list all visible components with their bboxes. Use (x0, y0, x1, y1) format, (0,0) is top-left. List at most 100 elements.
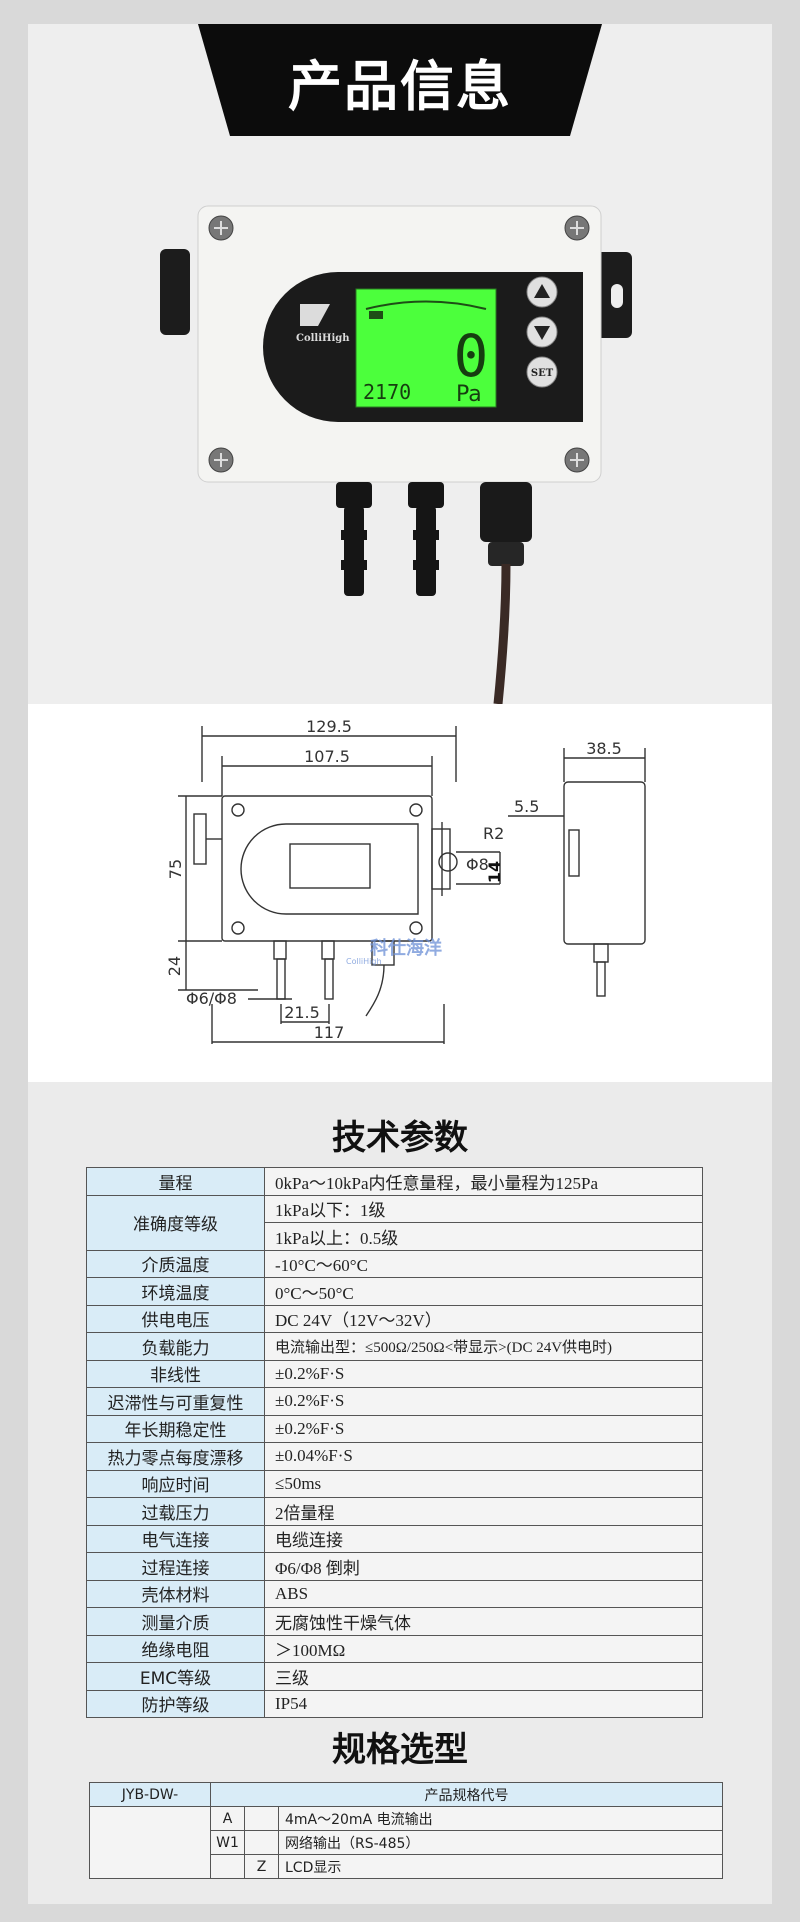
code-col-2: Z (244, 1854, 279, 1879)
device-illustration: ColliHigh 0 2170 Pa SET (160, 205, 632, 704)
table-row: 测量介质无腐蚀性干燥气体 (86, 1607, 703, 1636)
spec-key: 准确度等级 (86, 1194, 265, 1251)
dim-side-small: 5.5 (514, 797, 539, 816)
code-col-1: W1 (210, 1830, 245, 1855)
watermark-sub: ColliHigh (346, 957, 382, 966)
option-text: 网络输出（RS-485） (278, 1830, 723, 1855)
dim-hole: Φ8 (466, 855, 489, 874)
spec-key: 绝缘电阻 (86, 1634, 265, 1663)
selection-header: 产品规格代号 (210, 1782, 723, 1807)
table-row: 迟滞性与可重复性±0.2%F·S (86, 1387, 703, 1416)
spec-key: 过载压力 (86, 1497, 265, 1526)
spec-value: -10°C～60°C (264, 1249, 703, 1278)
specs-title: 技术参数 (332, 1118, 468, 1158)
spec-value: 0kPa～10kPa内任意量程，最小量程为125Pa (264, 1167, 703, 1196)
table-row: EMC等级三级 (86, 1662, 703, 1691)
title-banner: 产品信息 (198, 24, 602, 136)
triangle-up-icon (534, 284, 550, 298)
spec-key: 电气连接 (86, 1524, 265, 1553)
spec-key: 响应时间 (86, 1469, 265, 1498)
table-row: 响应时间≤50ms (86, 1469, 703, 1498)
table-row: 热力零点每度漂移±0.04%F·S (86, 1442, 703, 1471)
spec-value: ±0.2%F·S (264, 1359, 703, 1388)
dim-body-height: 75 (166, 859, 185, 879)
spec-value: DC 24V（12V～32V） (264, 1304, 703, 1333)
left-mount-ear (160, 249, 190, 335)
spec-value: 0°C～50°C (264, 1277, 703, 1306)
spec-value: 三级 (264, 1662, 703, 1691)
lcd-main-value: 0 (454, 322, 489, 390)
dim-total-width: 129.5 (306, 717, 352, 736)
cable-gland (480, 482, 532, 542)
dim-bottom-height: 24 (165, 956, 184, 976)
spec-value: ≤50ms (264, 1469, 703, 1498)
spec-value: Φ6/Φ8 倒刺 (264, 1552, 703, 1581)
spec-key: 量程 (86, 1167, 265, 1196)
dim-barb-spacing: 21.5 (284, 1003, 320, 1022)
option-text: LCD显示 (278, 1854, 723, 1879)
model-prefix: JYB-DW- (89, 1782, 211, 1807)
spec-value: ±0.2%F·S (264, 1414, 703, 1443)
lcd-sub-value: 2170 (363, 380, 411, 404)
spec-value: ＞100MΩ (264, 1634, 703, 1663)
dimension-drawing: 129.5 107.5 117 21.5 Φ6/Φ8 R2 Φ8 38.5 5.… (28, 704, 772, 1082)
spec-key: 年长期稳定性 (86, 1414, 265, 1443)
spec-value: 电流输出型：≤500Ω/250Ω<带显示>(DC 24V供电时) (264, 1332, 703, 1361)
lcd-display (355, 288, 497, 408)
code-col-1 (210, 1854, 245, 1879)
table-row: 非线性±0.2%F·S (86, 1359, 703, 1388)
set-button[interactable] (526, 356, 558, 388)
table-row: 电气连接电缆连接 (86, 1524, 703, 1553)
selection-title: 规格选型 (332, 1730, 468, 1770)
dimension-drawing-svg: 129.5 107.5 117 21.5 Φ6/Φ8 R2 Φ8 38.5 5.… (165, 717, 646, 1044)
table-row: 年长期稳定性±0.2%F·S (86, 1414, 703, 1443)
option-text: 4mA～20mA 电流输出 (278, 1806, 723, 1831)
table-row: 介质温度-10°C～60°C (86, 1249, 703, 1278)
set-button-label: SET (531, 368, 554, 379)
brand-logo-icon (300, 304, 330, 326)
title-banner-shape (198, 24, 602, 136)
dim-depth: 38.5 (586, 739, 622, 758)
spec-key: 过程连接 (86, 1552, 265, 1581)
table-row: Z LCD显示 (90, 1854, 723, 1879)
table-row: JYB-DW- 产品规格代号 (89, 1782, 723, 1807)
selection-table: JYB-DW- 产品规格代号 A 4mA～20mA 电流输出 W1 网络输出（R… (89, 1782, 723, 1879)
dim-hole-offset: 14 (485, 861, 504, 883)
dim-bottom-width: 117 (314, 1023, 345, 1042)
brand-name: ColliHigh (296, 333, 350, 344)
table-row: W1 网络输出（RS-485） (90, 1830, 723, 1855)
table-row: 负载能力电流输出型：≤500Ω/250Ω<带显示>(DC 24V供电时) (86, 1332, 703, 1361)
spec-key: 测量介质 (86, 1607, 265, 1636)
spec-value: ABS (264, 1579, 703, 1608)
spec-key: 供电电压 (86, 1304, 265, 1333)
spec-value: 2倍量程 (264, 1497, 703, 1526)
spec-value: 无腐蚀性干燥气体 (264, 1607, 703, 1636)
dim-barb: Φ6/Φ8 (186, 989, 237, 1008)
spec-value: IP54 (264, 1689, 703, 1718)
spec-key: 负载能力 (86, 1332, 265, 1361)
spec-key: 壳体材料 (86, 1579, 265, 1608)
code-col-2 (244, 1806, 279, 1831)
cable (493, 563, 511, 704)
page-frame: 产品信息 C (28, 24, 772, 1904)
page-title: 产品信息 (288, 55, 512, 118)
dim-radius: R2 (483, 824, 504, 843)
spec-value: 1kPa以上：0.5级 (264, 1222, 703, 1251)
table-row: 绝缘电阻＞100MΩ (86, 1634, 703, 1663)
triangle-down-icon (534, 326, 550, 340)
model-spacer (89, 1806, 211, 1879)
spec-value: ±0.04%F·S (264, 1442, 703, 1471)
spec-key: EMC等级 (86, 1662, 265, 1691)
spec-value: 电缆连接 (264, 1524, 703, 1553)
spec-key: 防护等级 (86, 1689, 265, 1718)
code-col-2 (244, 1830, 279, 1855)
code-col-1: A (210, 1806, 245, 1831)
spec-value: ±0.2%F·S (264, 1387, 703, 1416)
spec-key: 环境温度 (86, 1277, 265, 1306)
